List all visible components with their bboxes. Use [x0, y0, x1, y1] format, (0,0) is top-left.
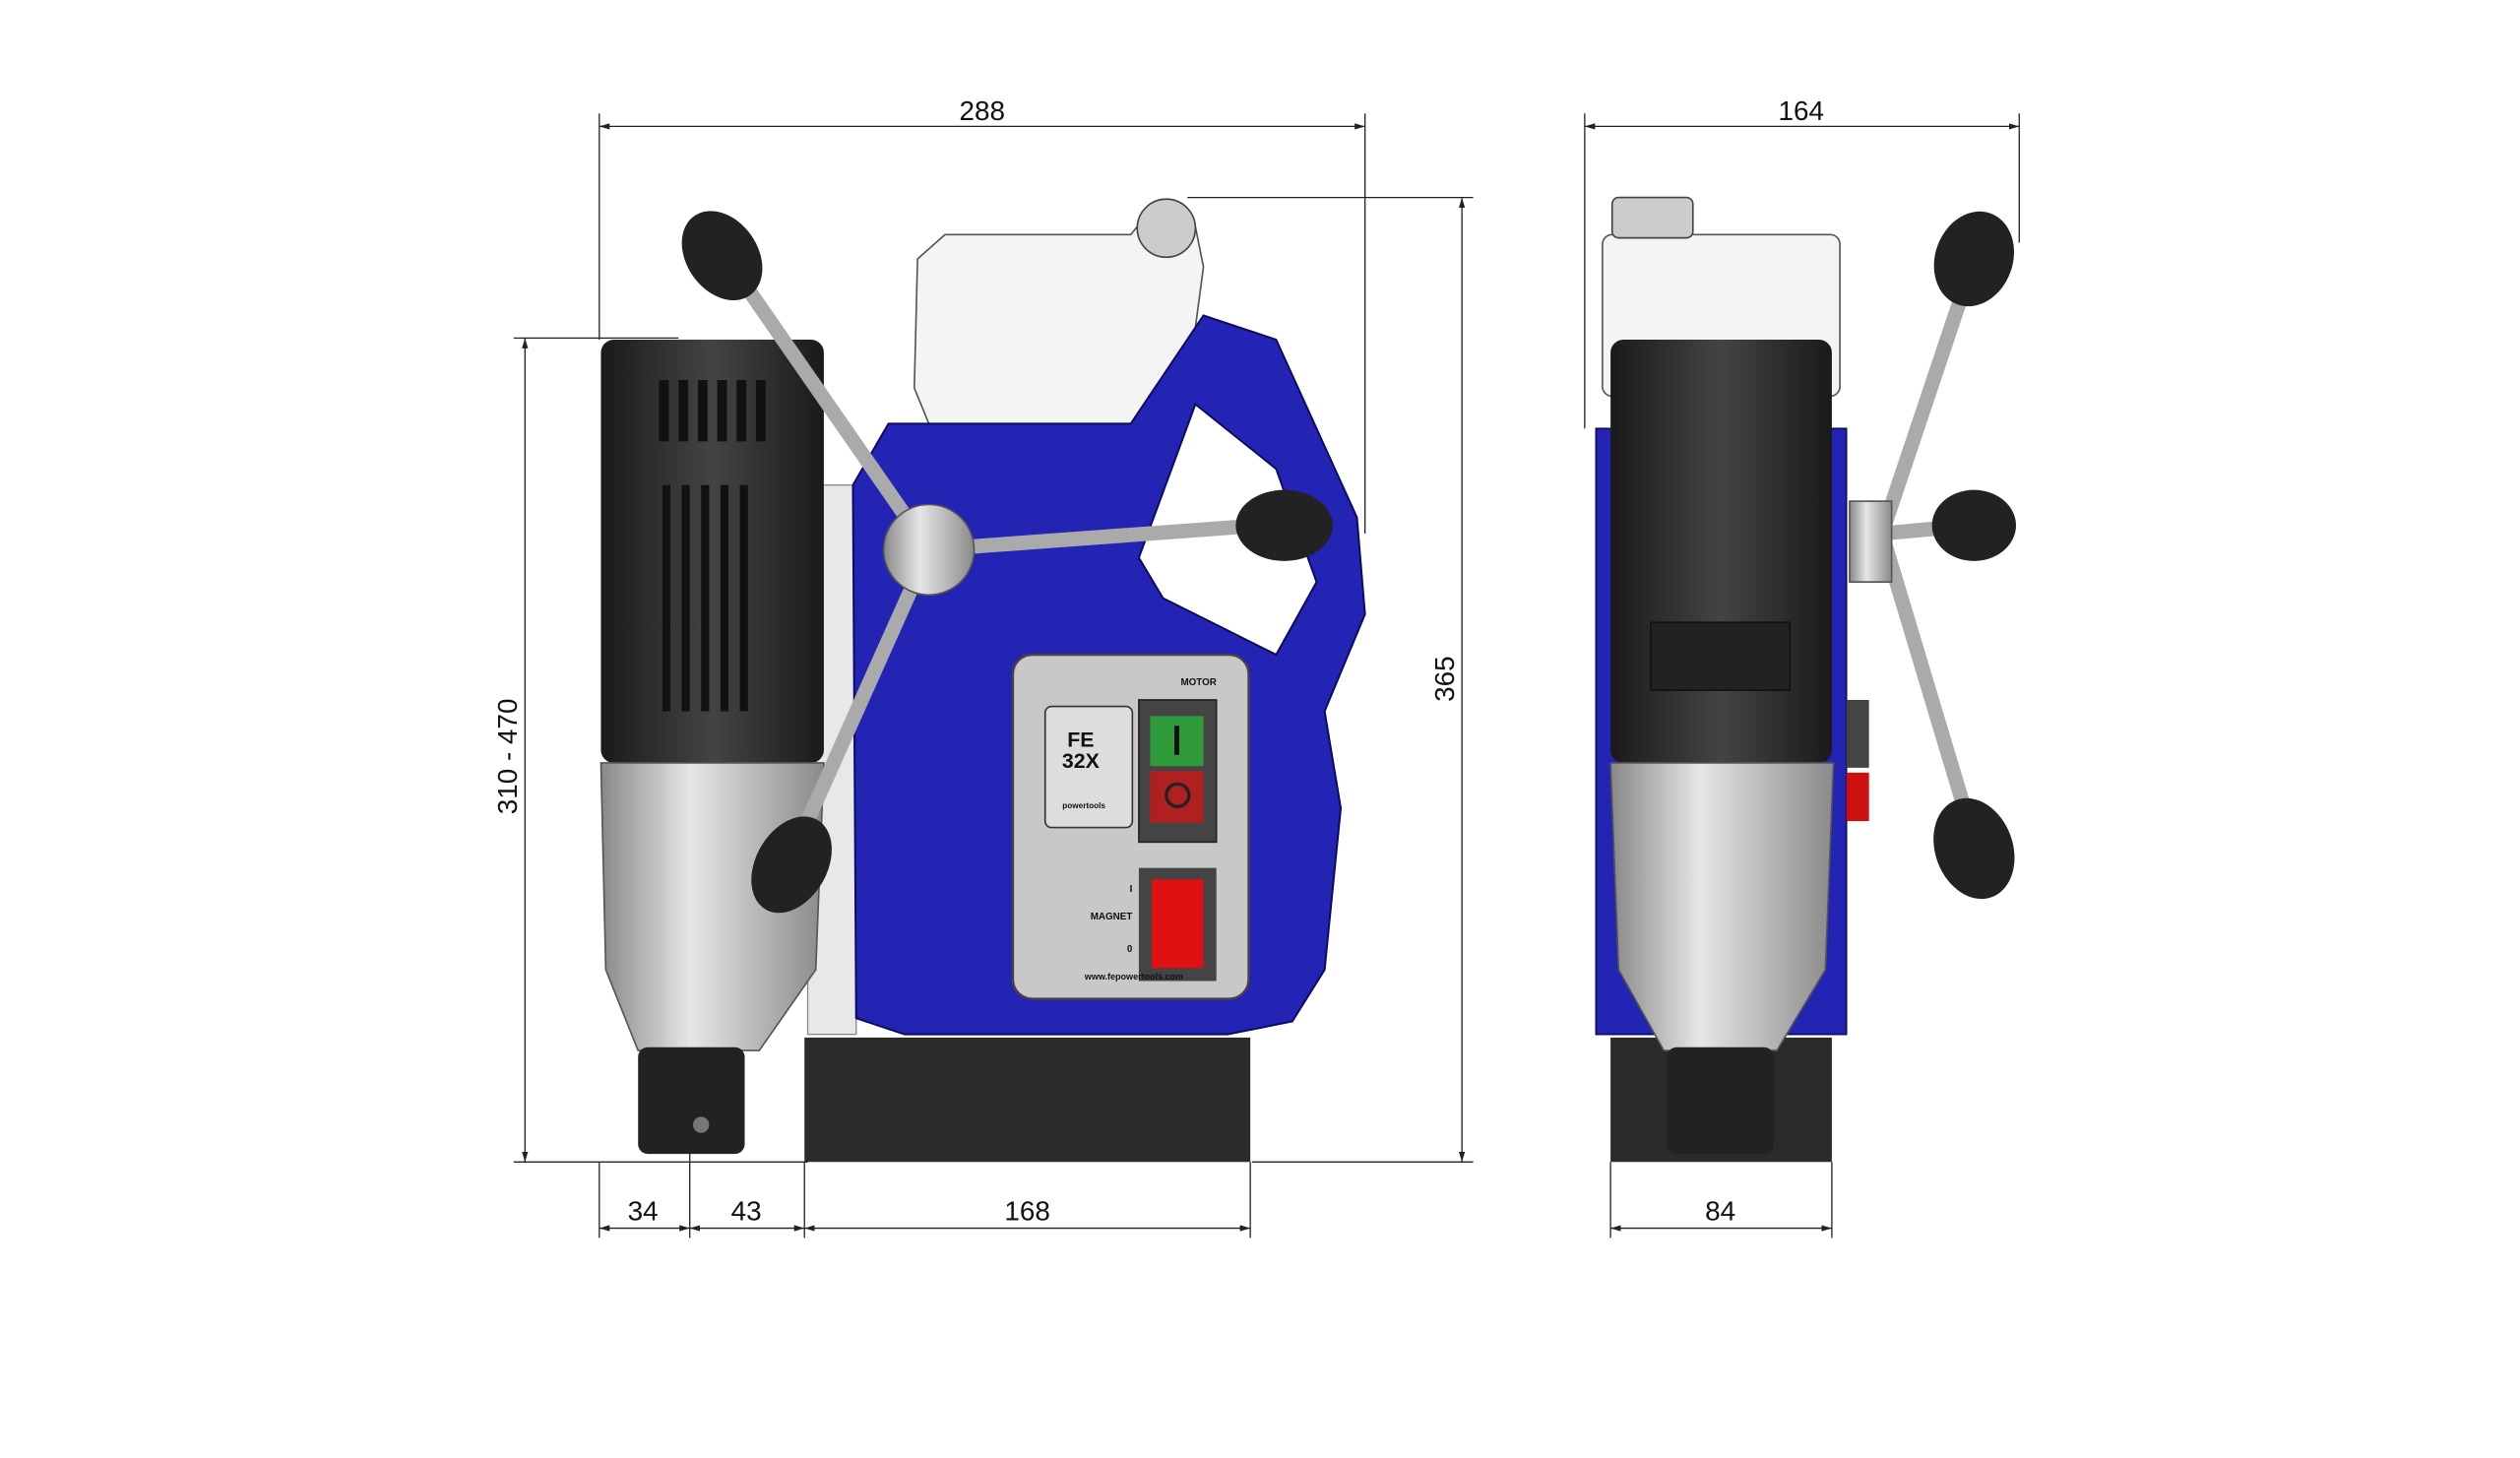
- website-label: www.fepowertools.com: [1084, 972, 1183, 982]
- magnet-base: [804, 1037, 1251, 1163]
- magnet-label: MAGNET: [1091, 912, 1133, 922]
- tank-cap: [1136, 198, 1197, 259]
- dim-height-range: 310 - 470: [492, 698, 523, 814]
- dimension-lines: 288 164 365 310 - 470 34 43 168 84: [492, 95, 2020, 1238]
- dim-base-length: 168: [1004, 1195, 1050, 1226]
- motor-housing: [600, 340, 824, 763]
- dim-front-width: 288: [959, 95, 1005, 126]
- dim-total-height: 365: [1429, 656, 1460, 702]
- chuck: [638, 1046, 745, 1155]
- handle-knob: [751, 816, 832, 914]
- handle-hub: [882, 503, 976, 597]
- front-view: MOTOR FE 32X powertools I MAGNET 0 www.f…: [599, 198, 1366, 1163]
- gearbox: [599, 762, 825, 1051]
- model-line1: FE: [1067, 729, 1094, 752]
- dim-offset-a: 34: [628, 1195, 659, 1226]
- dim-side-width: 164: [1778, 95, 1824, 126]
- dim-base-width: 84: [1705, 1195, 1735, 1226]
- magnet-switch[interactable]: [1152, 879, 1204, 969]
- motor-off-button[interactable]: [1150, 771, 1204, 823]
- coolant-tank: [913, 209, 1205, 425]
- gearbox-side: [1609, 762, 1835, 1051]
- motor-label: MOTOR: [1180, 677, 1216, 688]
- switch-on-label: I: [1130, 884, 1133, 895]
- control-panel: MOTOR FE 32X powertools I MAGNET 0 www.f…: [1011, 653, 1250, 1000]
- motor-housing-side: [1610, 340, 1832, 763]
- dim-offset-b: 43: [731, 1195, 762, 1226]
- side-view: [1595, 196, 2016, 1163]
- model-line2: 32X: [1062, 749, 1101, 773]
- handle-knob: [1235, 489, 1333, 561]
- switch-off-label: 0: [1127, 944, 1133, 955]
- handle-knob: [681, 211, 763, 301]
- brand-label: powertools: [1062, 801, 1105, 810]
